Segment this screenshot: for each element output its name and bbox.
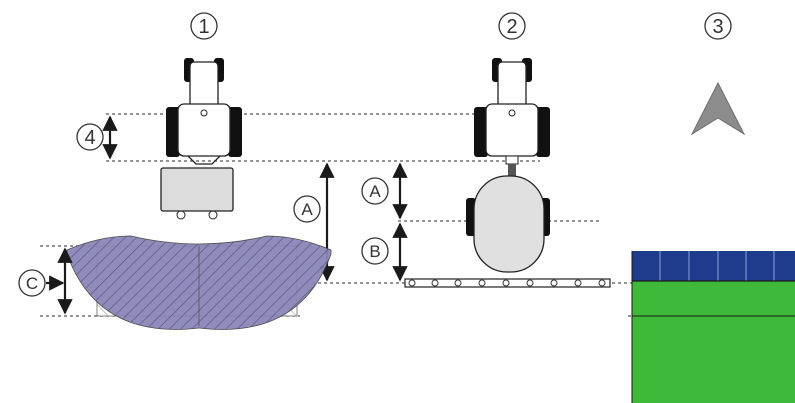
curved-working-area <box>66 235 332 330</box>
svg-text:B: B <box>369 242 380 261</box>
svg-text:A: A <box>301 200 313 219</box>
dimension-4: 4 <box>76 115 118 160</box>
marker-2: 2 <box>498 12 526 40</box>
dimension-a-right: A <box>361 162 408 220</box>
north-arrow-icon <box>690 81 746 136</box>
svg-text:4: 4 <box>84 127 95 149</box>
dimension-b: B <box>361 222 408 282</box>
dimension-c: C <box>18 247 73 315</box>
svg-text:3: 3 <box>712 16 723 38</box>
tractor-icon <box>166 58 242 165</box>
svg-text:2: 2 <box>506 16 517 38</box>
svg-text:1: 1 <box>198 16 209 38</box>
field-coverage-map <box>631 251 795 403</box>
boom-sprayer-icon <box>404 278 611 288</box>
marker-1: 1 <box>190 12 218 40</box>
marker-3: 3 <box>704 12 732 40</box>
trailed-sprayer-icon <box>466 164 550 273</box>
tractor-icon <box>474 58 550 165</box>
svg-text:C: C <box>26 274 38 293</box>
mounted-implement <box>160 167 234 220</box>
svg-text:A: A <box>369 182 381 201</box>
